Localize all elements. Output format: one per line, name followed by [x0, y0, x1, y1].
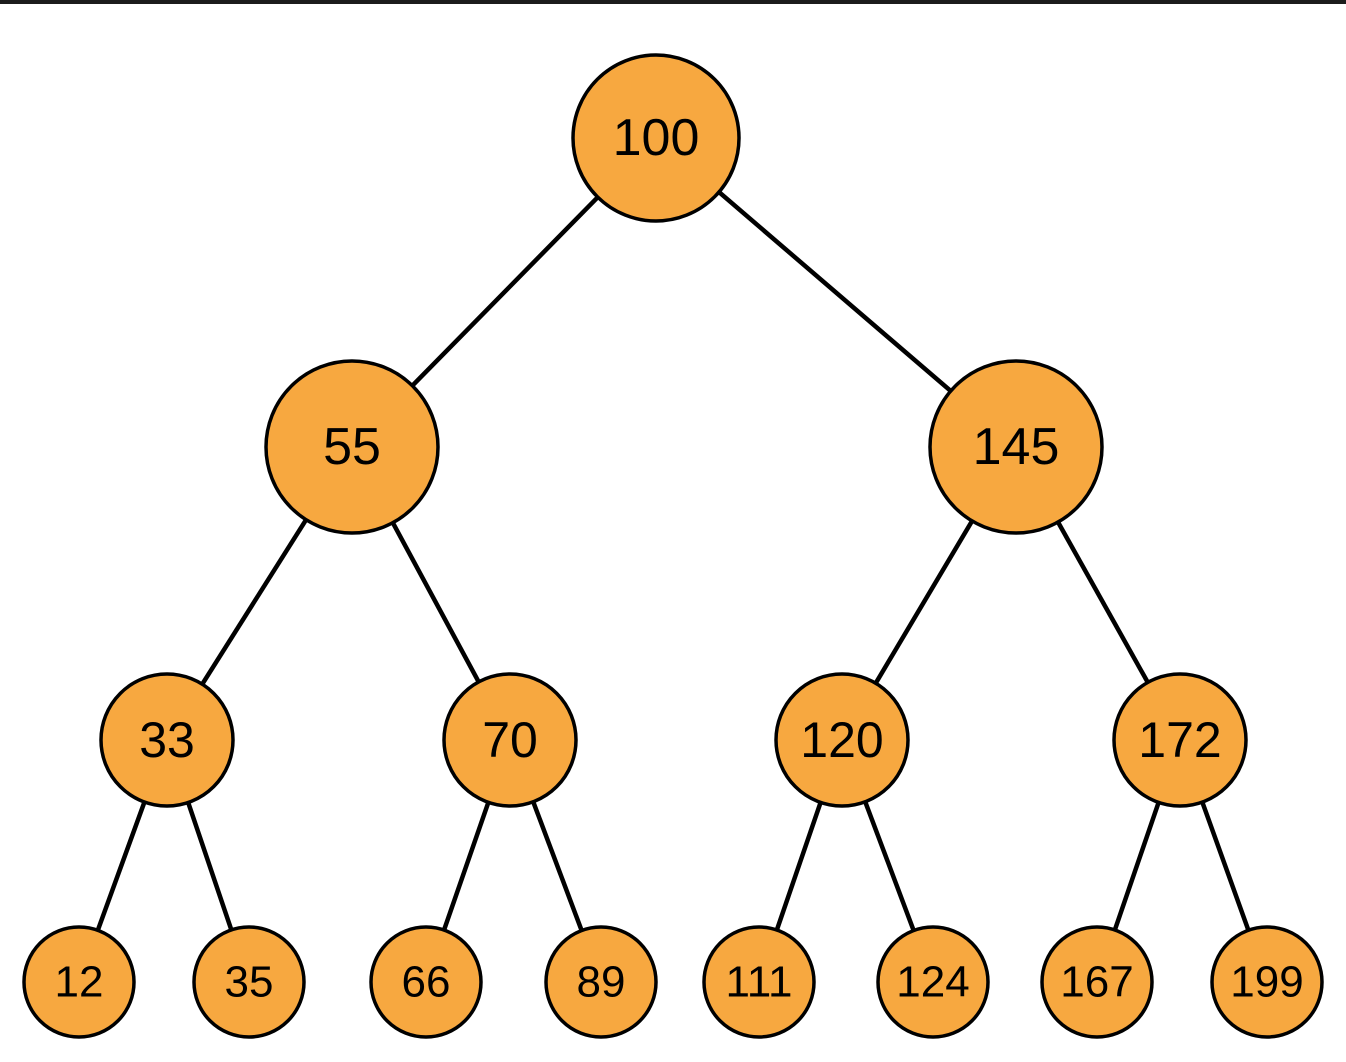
tree-node-label-145: 145 [973, 418, 1060, 476]
tree-node-label-55: 55 [323, 418, 381, 476]
tree-node-label-12: 12 [55, 958, 104, 1007]
tree-node-circle-145 [928, 359, 1104, 535]
tree-node-111: 111 [702, 925, 816, 1039]
tree-node-circle-33 [99, 672, 235, 808]
tree-node-label-172: 172 [1138, 712, 1221, 768]
tree-node-label-199: 199 [1230, 958, 1303, 1007]
tree-node-circle-199 [1210, 925, 1324, 1039]
tree-node-label-89: 89 [577, 958, 626, 1007]
tree-node-circle-55 [264, 359, 440, 535]
tree-node-55: 55 [264, 359, 440, 535]
tree-nodes-layer: 100 55 145 33 70 120 172 12 35 66 89 111 124 167 199 [22, 53, 1324, 1039]
tree-node-circle-124 [876, 925, 990, 1039]
tree-node-circle-120 [774, 672, 910, 808]
tree-node-circle-66 [369, 925, 483, 1039]
tree-node-66: 66 [369, 925, 483, 1039]
tree-node-35: 35 [192, 925, 306, 1039]
tree-node-label-33: 33 [139, 712, 195, 768]
tree-node-167: 167 [1040, 925, 1154, 1039]
tree-node-12: 12 [22, 925, 136, 1039]
tree-edges-layer [76, 136, 1270, 983]
tree-node-circle-172 [1112, 672, 1248, 808]
tree-node-120: 120 [774, 672, 910, 808]
tree-node-100: 100 [571, 53, 741, 223]
tree-node-172: 172 [1112, 672, 1248, 808]
tree-node-label-70: 70 [482, 712, 538, 768]
tree-node-circle-12 [22, 925, 136, 1039]
tree-node-label-120: 120 [800, 712, 883, 768]
tree-node-label-111: 111 [726, 958, 793, 1007]
tree-node-70: 70 [442, 672, 578, 808]
tree-node-label-35: 35 [225, 958, 274, 1007]
tree-node-circle-100 [571, 53, 741, 223]
tree-node-circle-111 [702, 925, 816, 1039]
tree-node-circle-167 [1040, 925, 1154, 1039]
tree-node-label-66: 66 [402, 958, 451, 1007]
tree-node-124: 124 [876, 925, 990, 1039]
tree-node-33: 33 [99, 672, 235, 808]
tree-node-label-167: 167 [1060, 958, 1133, 1007]
tree-node-circle-35 [192, 925, 306, 1039]
tree-node-199: 199 [1210, 925, 1324, 1039]
tree-node-circle-70 [442, 672, 578, 808]
tree-node-89: 89 [544, 925, 658, 1039]
tree-node-label-124: 124 [896, 958, 969, 1007]
tree-node-145: 145 [928, 359, 1104, 535]
top-border-line [0, 0, 1346, 4]
tree-node-circle-89 [544, 925, 658, 1039]
tree-node-label-100: 100 [613, 109, 700, 167]
